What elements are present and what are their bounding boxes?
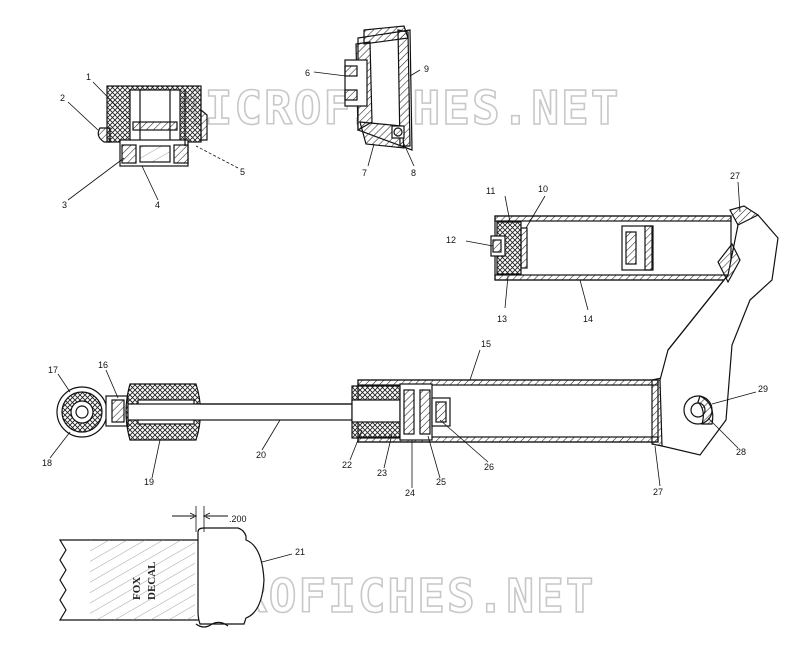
callout-2: 2 — [60, 93, 65, 103]
callout-17: 17 — [48, 365, 58, 375]
callout-11: 11 — [486, 186, 495, 196]
callout-29: 29 — [758, 384, 768, 394]
callout-27-bottom: 27 — [653, 487, 663, 497]
callout-24: 24 — [405, 488, 415, 498]
callout-8: 8 — [411, 168, 416, 178]
callout-9: 9 — [424, 64, 429, 74]
callout-14: 14 — [583, 314, 593, 324]
callout-25: 25 — [436, 477, 446, 487]
callout-4: 4 — [155, 200, 160, 210]
decal-text-fox: FOX — [131, 577, 143, 600]
callout-21: 21 — [295, 547, 305, 557]
callout-5: 5 — [240, 167, 245, 177]
callout-23: 23 — [377, 468, 387, 478]
bushing-assembly — [97, 85, 208, 167]
callout-22: 22 — [342, 460, 352, 470]
callout-28: 28 — [736, 447, 746, 457]
callout-16: 16 — [98, 360, 108, 370]
reservoir-assembly — [490, 215, 732, 281]
callout-12: 12 — [446, 235, 456, 245]
callout-19: 19 — [144, 477, 154, 487]
callout-3: 3 — [62, 200, 67, 210]
main-cylinder-assembly — [56, 205, 779, 456]
dimension-label: .200 — [229, 514, 247, 524]
callout-13: 13 — [497, 314, 507, 324]
leader-lines — [49, 69, 757, 563]
decal-text-decal: DECAL — [146, 561, 158, 600]
callout-7: 7 — [362, 168, 367, 178]
callout-1: 1 — [86, 72, 91, 82]
callout-10: 10 — [538, 184, 548, 194]
callout-labels: 1 2 3 4 5 6 7 8 9 10 11 12 13 14 15 16 1… — [42, 64, 768, 557]
callout-15: 15 — [481, 339, 491, 349]
decal-detail — [58, 506, 265, 628]
callout-20: 20 — [256, 450, 266, 460]
callout-27-top: 27 — [730, 171, 740, 181]
callout-6: 6 — [305, 68, 310, 78]
end-cap-assembly — [344, 25, 413, 151]
callout-18: 18 — [42, 458, 52, 468]
callout-26: 26 — [484, 462, 494, 472]
